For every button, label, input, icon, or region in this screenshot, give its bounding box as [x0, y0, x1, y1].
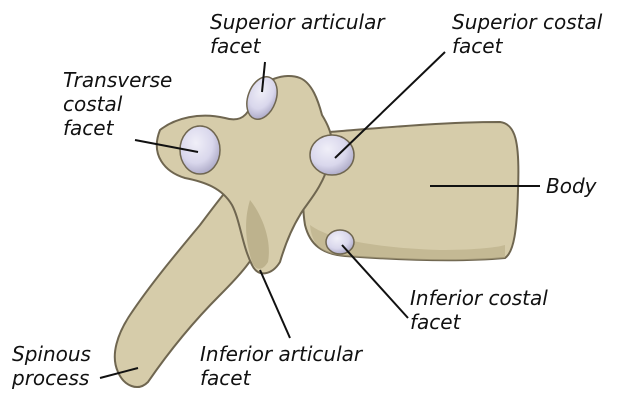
label-line: Superior costal	[452, 10, 602, 34]
label-line: Inferior costal	[410, 286, 548, 310]
label-inferior-costal-facet: Inferior costal facet	[410, 286, 548, 334]
label-body: Body	[546, 174, 597, 198]
label-line: facet	[210, 34, 385, 58]
label-line: costal	[63, 92, 172, 116]
label-line: Transverse	[63, 68, 172, 92]
pedicle-lamina-shape	[157, 76, 332, 273]
label-line: Inferior articular	[200, 342, 362, 366]
label-line: facet	[200, 366, 362, 390]
label-transverse-costal-facet: Transverse costal facet	[63, 68, 172, 140]
label-line: facet	[410, 310, 548, 334]
label-line: Superior articular	[210, 10, 385, 34]
label-line: facet	[63, 116, 172, 140]
leader-inferior-articular	[260, 270, 290, 338]
label-line: Body	[546, 174, 597, 198]
superior-costal-facet	[310, 135, 354, 175]
label-line: process	[12, 366, 91, 390]
inferior-costal-facet	[326, 230, 354, 254]
label-spinous-process: Spinous process	[12, 342, 91, 390]
label-line: facet	[452, 34, 602, 58]
label-inferior-articular-facet: Inferior articular facet	[200, 342, 362, 390]
label-line: Spinous	[12, 342, 91, 366]
label-superior-articular-facet: Superior articular facet	[210, 10, 385, 58]
label-superior-costal-facet: Superior costal facet	[452, 10, 602, 58]
